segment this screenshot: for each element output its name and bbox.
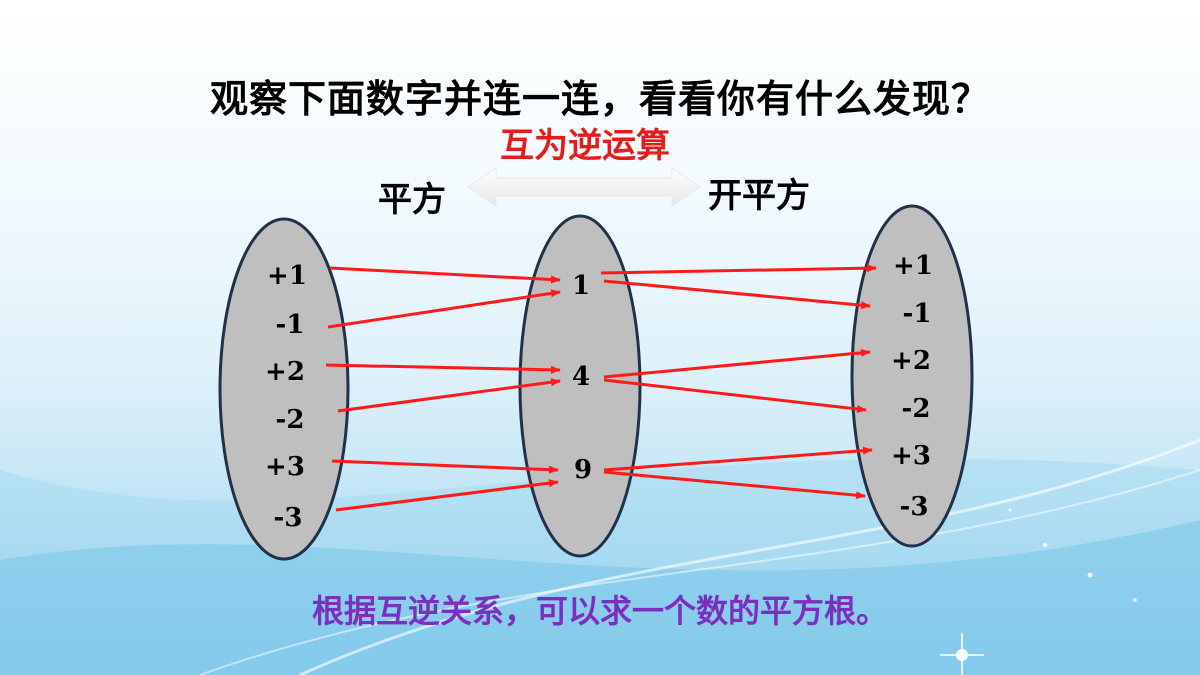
mapping-arrow (603, 378, 867, 413)
right-number: +3 (891, 441, 931, 471)
mapping-arrow (603, 470, 866, 500)
right-set-ellipse (850, 204, 974, 548)
double-arrow-icon (467, 167, 701, 207)
middle-number: 4 (571, 362, 591, 392)
right-number: -2 (901, 394, 931, 424)
page-title: 观察下面数字并连一连，看看你有什么发现？ (209, 77, 990, 121)
mapping-arrow (337, 378, 561, 413)
left-number: -3 (273, 503, 303, 533)
mapping-arrow (331, 459, 559, 474)
left-number: -2 (275, 405, 305, 435)
right-number: +2 (891, 346, 931, 376)
mapping-arrows (325, 264, 877, 512)
mapping-arrow (327, 289, 561, 329)
left-number: -1 (275, 310, 305, 340)
right-number: -1 (902, 299, 932, 329)
mapping-arrow (600, 264, 877, 275)
left-number: +2 (265, 357, 305, 387)
left-number: +3 (265, 452, 305, 482)
mapping-arrow (329, 266, 561, 284)
middle-number: 1 (571, 271, 591, 301)
mapping-arrow (325, 363, 561, 374)
square-operation-label: 平方 (378, 180, 446, 220)
mapping-arrow (335, 479, 559, 512)
right-number: -3 (899, 492, 929, 522)
left-number: +1 (267, 261, 307, 291)
left-set-ellipse (218, 217, 350, 561)
middle-number: 9 (573, 455, 593, 485)
square-root-operation-label: 开平方 (708, 176, 810, 216)
conclusion-text: 根据互逆关系，可以求一个数的平方根。 (311, 592, 888, 630)
right-number: +1 (893, 251, 933, 281)
relation-label: 互为逆运算 (500, 126, 670, 166)
mapping-arrow (603, 279, 871, 310)
mapping-arrow (603, 446, 873, 472)
mapping-arrow (603, 348, 871, 379)
